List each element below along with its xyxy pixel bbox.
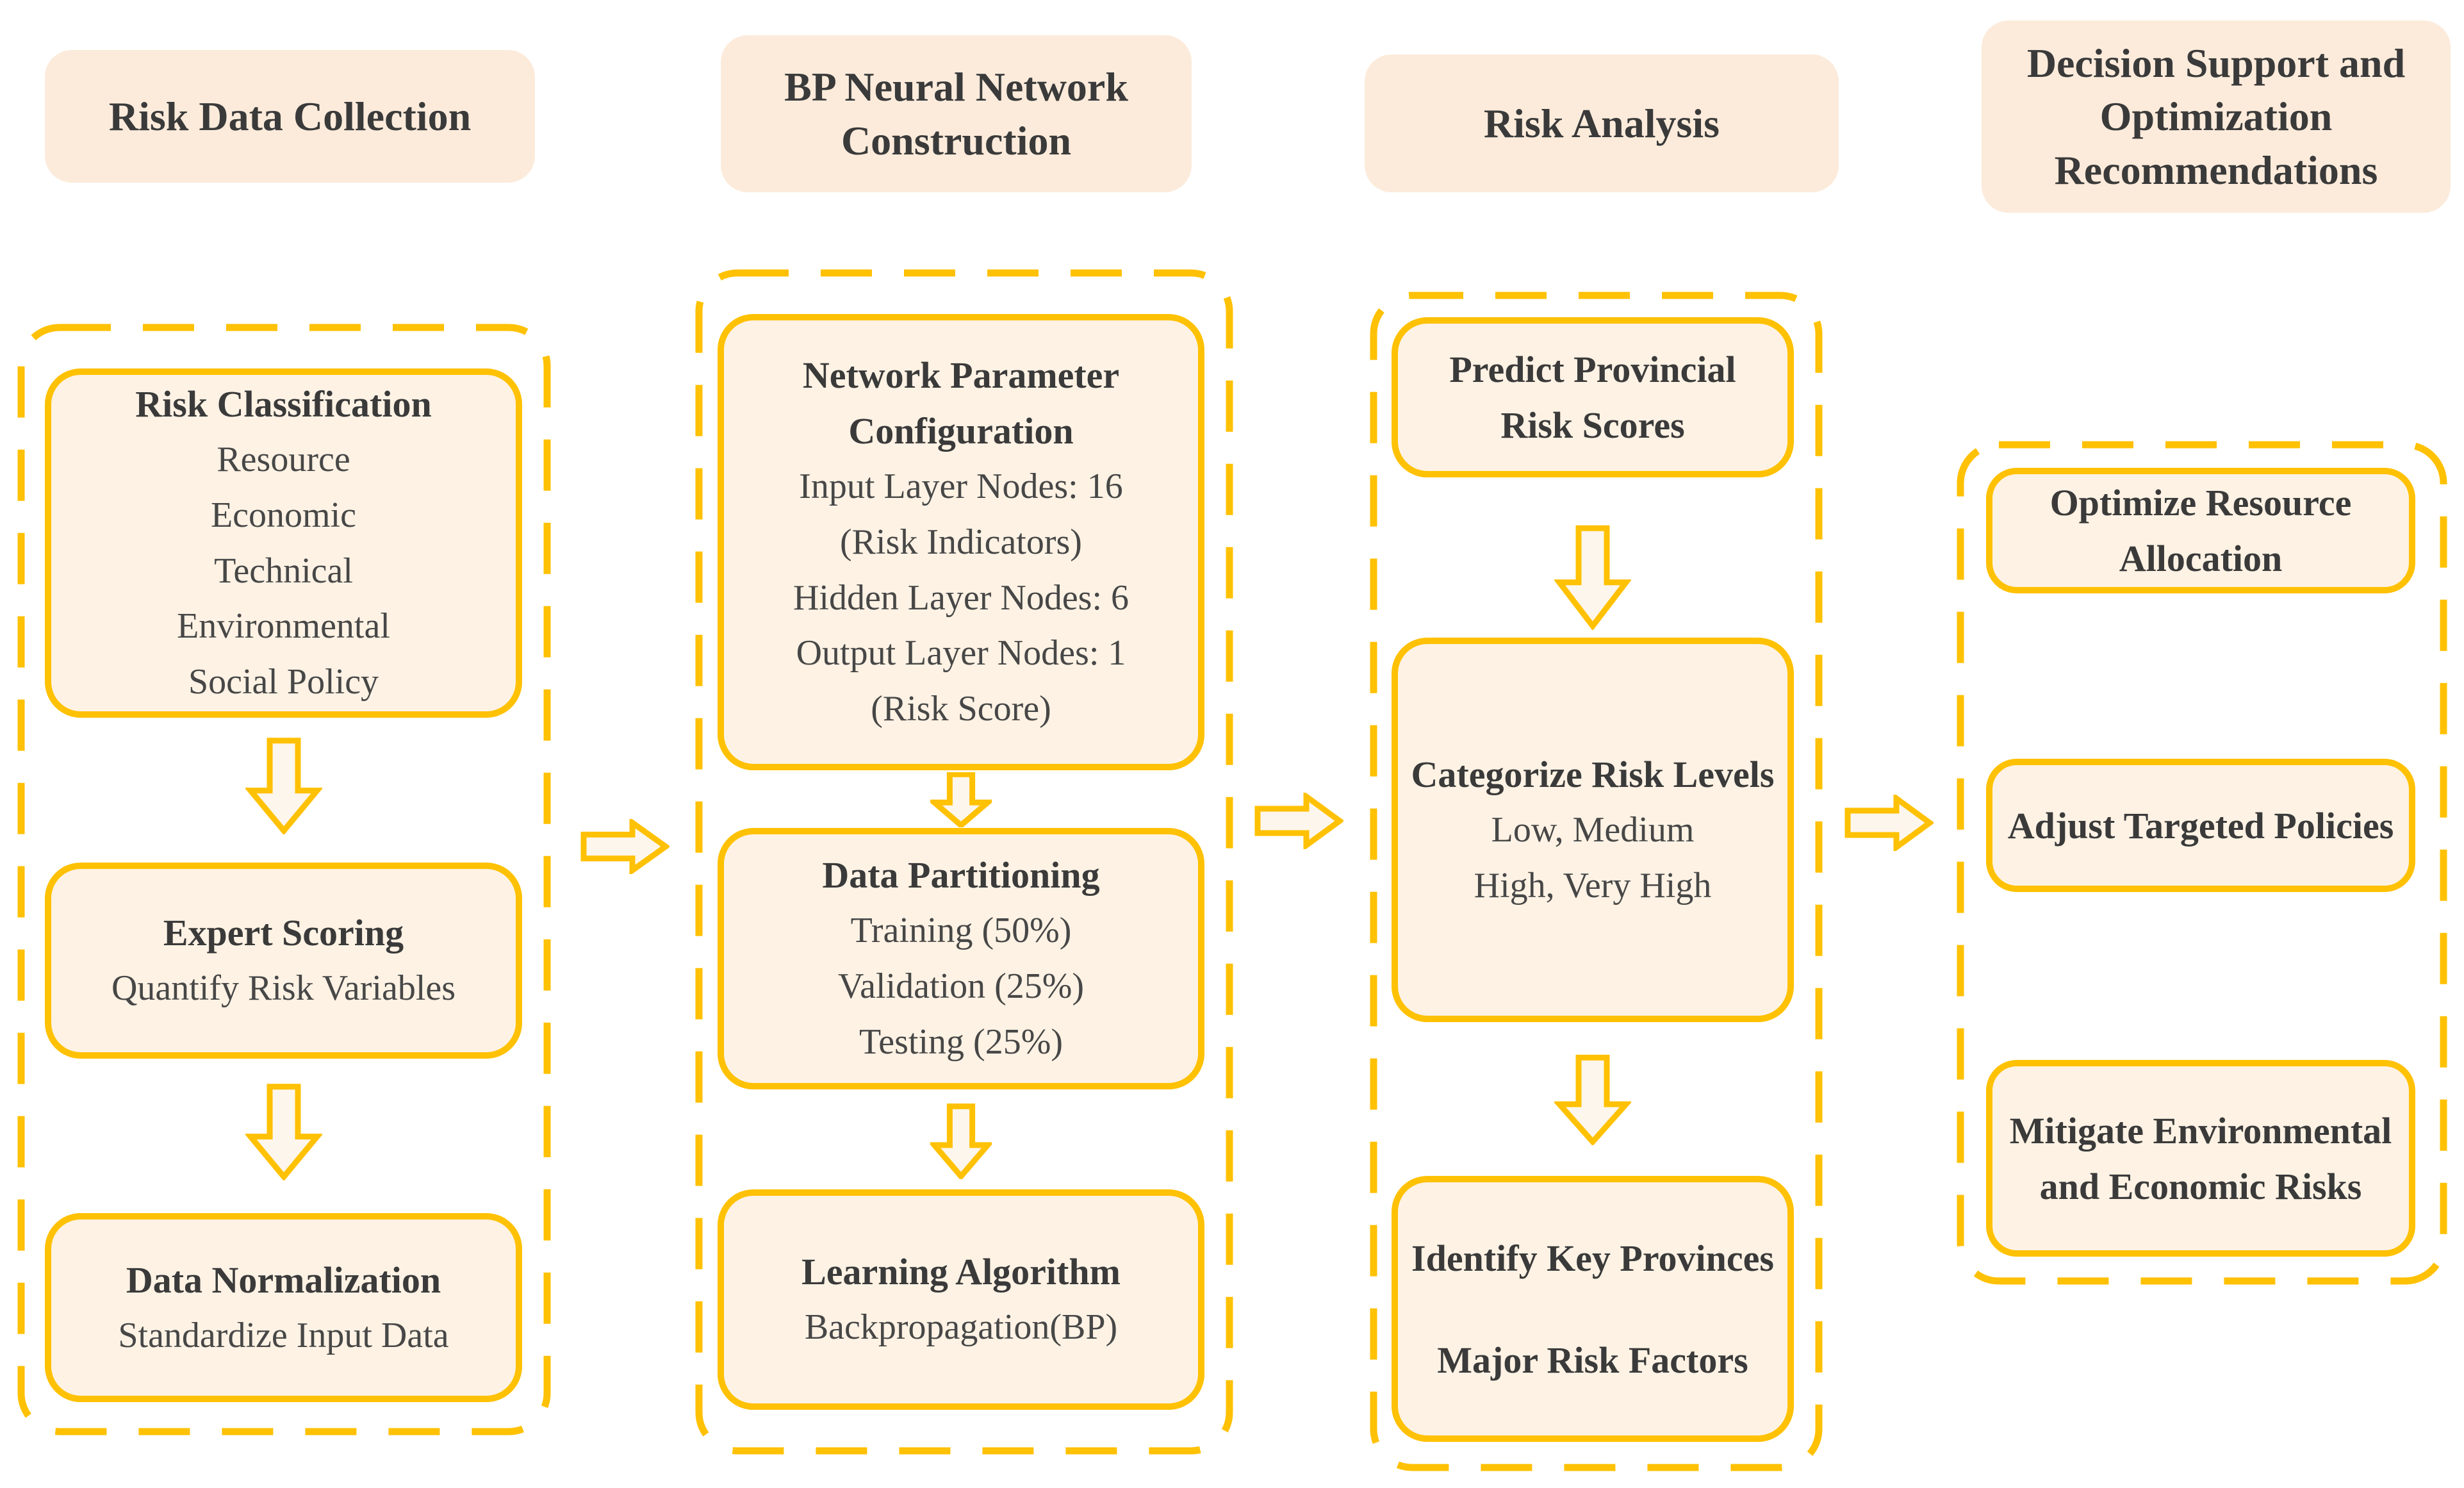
- box-mitigate-environmental-economic-risks: Mitigate Environmental and Economic Risk…: [1986, 1060, 2415, 1257]
- right-arrow-icon: [1844, 795, 1934, 851]
- box-categorize-risk-levels: Categorize Risk Levels Low, Medium High,…: [1392, 638, 1794, 1022]
- box-line: Quantify Risk Variables: [111, 968, 456, 1009]
- box-line: Environmental: [177, 606, 390, 647]
- box-title: Learning Algorithm: [801, 1251, 1121, 1293]
- box-title: Expert Scoring: [163, 912, 404, 954]
- box-learning-algorithm: Learning Algorithm Backpropagation(BP): [718, 1189, 1204, 1410]
- right-arrow-icon: [580, 819, 669, 874]
- box-title: Data Normalization: [126, 1259, 441, 1301]
- down-arrow-icon: [1554, 1054, 1631, 1145]
- box-line: (Risk Score): [871, 689, 1051, 729]
- box-line: Input Layer Nodes: 16: [799, 467, 1123, 506]
- box-title: Risk Classification: [135, 383, 432, 425]
- box-title: Data Partitioning: [822, 854, 1100, 897]
- down-arrow-icon: [245, 1083, 322, 1180]
- box-line: Low, Medium: [1491, 809, 1695, 850]
- right-arrow-icon: [1254, 793, 1343, 849]
- box-expert-scoring: Expert Scoring Quantify Risk Variables: [45, 863, 522, 1059]
- box-line: Standardize Input Data: [118, 1315, 449, 1355]
- box-adjust-targeted-policies: Adjust Targeted Policies: [1986, 759, 2415, 892]
- stage-container-risk-data-collection: [17, 324, 551, 1435]
- box-risk-classification: Risk Classification Resource Economic Te…: [45, 368, 522, 718]
- box-line: Economic: [210, 495, 357, 535]
- box-line: Resource: [217, 440, 350, 479]
- box-line: Social Policy: [188, 662, 379, 702]
- box-line: Testing (25%): [858, 1021, 1063, 1062]
- box-title: Adjust Targeted Policies: [2007, 804, 2394, 847]
- stage-header-risk-data-collection: Risk Data Collection: [45, 50, 535, 183]
- box-optimize-resource-allocation: Optimize Resource Allocation: [1986, 468, 2415, 593]
- box-line: Output Layer Nodes: 1: [796, 633, 1126, 674]
- down-arrow-icon: [1554, 524, 1631, 630]
- stage-header-bp-neural-network-construction: BP Neural Network Construction: [721, 35, 1192, 192]
- stage-container-risk-analysis: [1370, 292, 1823, 1471]
- down-arrow-icon: [245, 737, 322, 834]
- stage-container-decision-support: [1957, 441, 2447, 1285]
- box-line: Backpropagation(BP): [804, 1307, 1118, 1348]
- box-network-parameter-configuration: Network Parameter Configuration Input La…: [718, 314, 1204, 770]
- box-line: Hidden Layer Nodes: 6: [793, 577, 1129, 618]
- box-line: High, Very High: [1474, 865, 1712, 905]
- down-arrow-icon: [930, 1104, 992, 1179]
- box-title: Identify Key Provinces: [1411, 1237, 1774, 1279]
- box-predict-provincial-risk-scores: Predict Provincial Risk Scores: [1392, 317, 1794, 477]
- box-title: Network Parameter Configuration: [802, 354, 1120, 452]
- stage-header-risk-analysis: Risk Analysis: [1365, 54, 1839, 192]
- box-title: Categorize Risk Levels: [1411, 753, 1775, 795]
- box-title: Mitigate Environmental and Economic Risk…: [2009, 1109, 2392, 1207]
- box-title-secondary: Major Risk Factors: [1437, 1339, 1748, 1381]
- stage-header-decision-support: Decision Support and Optimization Recomm…: [1982, 21, 2451, 213]
- box-data-partitioning: Data Partitioning Training (50%) Validat…: [718, 828, 1204, 1089]
- box-line: Technical: [214, 550, 353, 591]
- box-line: (Risk Indicators): [840, 522, 1082, 562]
- box-title: Optimize Resource Allocation: [2049, 482, 2352, 579]
- down-arrow-icon: [930, 772, 992, 827]
- box-line: Validation (25%): [837, 966, 1085, 1007]
- box-title: Predict Provincial Risk Scores: [1449, 349, 1736, 446]
- box-data-normalization: Data Normalization Standardize Input Dat…: [45, 1213, 522, 1402]
- box-identify-key-provinces-major-risk-factors: Identify Key Provinces Major Risk Factor…: [1392, 1176, 1794, 1442]
- box-line: Training (50%): [850, 911, 1072, 951]
